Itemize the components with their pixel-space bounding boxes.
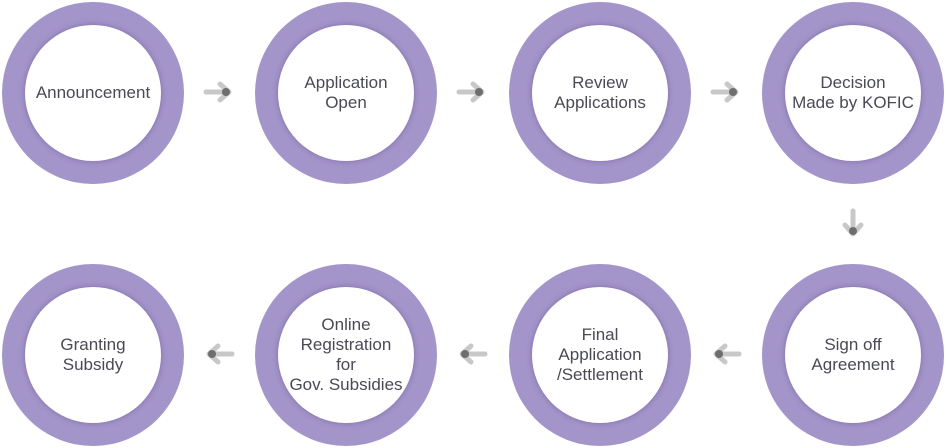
step-inner: Granting Subsidy — [25, 287, 161, 423]
step-inner: Online Registration for Gov. Subsidies — [278, 287, 414, 423]
step-inner: Final Application /Settlement — [532, 287, 668, 423]
step-inner: Decision Made by KOFIC — [785, 25, 921, 161]
step-sign-off-agreement: Sign off Agreement — [762, 264, 944, 446]
step-announcement: Announcement — [2, 2, 184, 184]
step-final-application-settlement: Final Application /Settlement — [509, 264, 691, 446]
arrow-right-icon — [203, 81, 232, 103]
step-review-applications: Review Applications — [509, 2, 691, 184]
arrow-left-icon — [713, 343, 742, 365]
step-label: Application Open — [304, 73, 388, 112]
step-label: Review Applications — [554, 73, 646, 112]
arrow-down-icon — [842, 208, 864, 237]
step-application-open: Application Open — [255, 2, 437, 184]
arrow-right-icon — [456, 81, 485, 103]
step-granting-subsidy: Granting Subsidy — [2, 264, 184, 446]
step-label: Granting Subsidy — [60, 335, 126, 374]
arrow-right-icon — [710, 81, 739, 103]
step-label: Online Registration for Gov. Subsidies — [289, 315, 403, 394]
step-inner: Review Applications — [532, 25, 668, 161]
step-online-registration: Online Registration for Gov. Subsidies — [255, 264, 437, 446]
step-inner: Announcement — [25, 25, 161, 161]
step-label: Sign off Agreement — [811, 335, 895, 374]
arrow-left-icon — [459, 343, 488, 365]
arrow-left-icon — [206, 343, 235, 365]
step-inner: Sign off Agreement — [785, 287, 921, 423]
step-decision-made-by-kofic: Decision Made by KOFIC — [762, 2, 944, 184]
step-label: Final Application /Settlement — [557, 325, 643, 384]
step-label: Announcement — [35, 83, 151, 102]
step-inner: Application Open — [278, 25, 414, 161]
step-label: Decision Made by KOFIC — [792, 73, 914, 112]
